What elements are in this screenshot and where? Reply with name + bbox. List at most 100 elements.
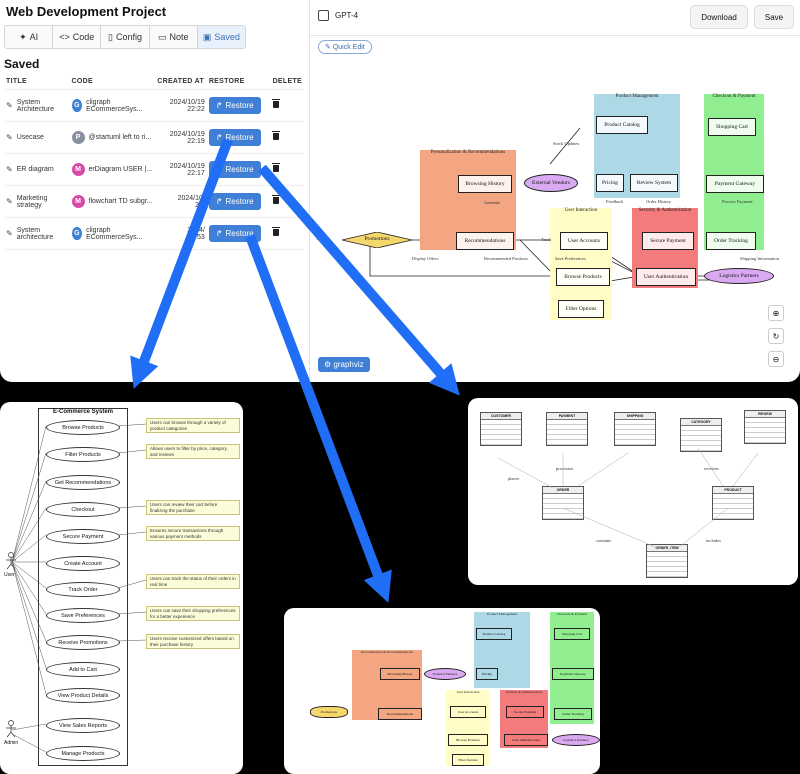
row-date: 2024/10/19 bbox=[169, 130, 205, 138]
er-rel-includes: includes bbox=[706, 538, 721, 543]
usecase-note: Allows users to filter by price, categor… bbox=[146, 444, 240, 459]
tab-saved[interactable]: ▣Saved bbox=[197, 26, 245, 48]
edge-recommended: Recommended Products bbox=[484, 256, 528, 261]
tab-config[interactable]: ▯Config bbox=[101, 26, 150, 48]
usecase-note: Users can review their cart before final… bbox=[146, 500, 240, 515]
actor-admin: Admin bbox=[4, 720, 18, 746]
zoom-in-button[interactable]: ⊕ bbox=[768, 305, 784, 321]
node-secure-payment: Secure Payment bbox=[642, 232, 694, 250]
row-title: Marketing strategy bbox=[16, 194, 48, 209]
restore-button[interactable]: ↱Restore bbox=[208, 193, 261, 210]
restore-button[interactable]: ↱Restore bbox=[208, 97, 261, 114]
restore-button[interactable]: ↱Restore bbox=[208, 225, 261, 242]
sg-cluster-ui: User Interaction bbox=[446, 690, 490, 766]
edit-icon[interactable]: ✎ bbox=[6, 101, 13, 110]
node-order-tracking: Order Tracking bbox=[706, 232, 756, 250]
edge-track: Track bbox=[541, 237, 552, 242]
node-payment-gateway: Payment Gateway bbox=[706, 175, 764, 193]
file-icon: ▯ bbox=[108, 31, 113, 42]
restore-icon: ↱ bbox=[215, 101, 223, 110]
node-logistics-partners: Logistics Partners bbox=[704, 268, 774, 284]
avatar: P bbox=[71, 131, 85, 144]
trash-icon[interactable] bbox=[271, 195, 280, 204]
save-button[interactable]: Save bbox=[754, 5, 794, 29]
usecase-note: Ensures secure transactions through vari… bbox=[146, 526, 240, 541]
zoom-in-icon: ⊕ bbox=[772, 308, 780, 318]
er-rel-contains: contains bbox=[596, 538, 611, 543]
download-button[interactable]: Download bbox=[690, 5, 748, 29]
usecase-item: Manage Products bbox=[46, 746, 120, 761]
node-external-vendors: External Vendors bbox=[524, 174, 578, 192]
saved-row: ✎Usecase P@startuml left to ri... 2024/10/… bbox=[4, 121, 304, 154]
usecase-item: Browse Products bbox=[46, 420, 120, 435]
er-entity: REVIEW bbox=[744, 410, 786, 444]
usecase-item: Filter Products bbox=[46, 447, 120, 462]
row-date: 2024/10/19 bbox=[169, 98, 205, 106]
node-browsing-history: Browsing History bbox=[458, 175, 512, 193]
sg-node-secure: Secure Payment bbox=[506, 706, 544, 718]
restore-button[interactable]: ↱Restore bbox=[208, 161, 261, 178]
tab-ai[interactable]: ✦AI bbox=[5, 26, 54, 48]
restore-icon: ↱ bbox=[215, 229, 223, 238]
row-title: Usecase bbox=[16, 134, 44, 141]
er-rel-receives: receives bbox=[704, 466, 719, 471]
rendered-graph-window: Product Management Checkout & Payment Pe… bbox=[284, 608, 600, 774]
trash-icon[interactable] bbox=[271, 163, 280, 172]
usecase-item: Add to Cart bbox=[46, 662, 120, 677]
restore-icon: ↱ bbox=[215, 197, 223, 206]
trash-icon[interactable] bbox=[271, 99, 280, 108]
row-code: erDiagram USER |... bbox=[88, 166, 153, 173]
edge-generate: Generate bbox=[484, 200, 501, 205]
gear-icon: ⚙ bbox=[324, 360, 332, 369]
sg-node-tracking: Order Tracking bbox=[554, 708, 592, 720]
note-icon: ▭ bbox=[157, 31, 167, 42]
admin-actor-icon bbox=[6, 720, 16, 738]
usecase-system-boundary: E-Commerce System bbox=[38, 408, 128, 766]
sg-node-cart: Shopping Cart bbox=[554, 628, 590, 640]
usecase-item: View Sales Reports bbox=[46, 718, 120, 733]
model-selector[interactable]: GPT-4 bbox=[318, 10, 358, 21]
sparkle-icon: ✦ bbox=[19, 31, 27, 42]
image-icon bbox=[318, 10, 329, 21]
sg-node-browse: Browse Products bbox=[448, 734, 488, 746]
usecase-note: Users can browse through a variety of pr… bbox=[146, 418, 240, 433]
tab-code[interactable]: <>Code bbox=[53, 26, 102, 48]
er-entity: ORDER bbox=[542, 486, 584, 520]
er-rel-processes: processes bbox=[556, 466, 574, 471]
edge-shipping: Shipping Information bbox=[740, 256, 779, 261]
node-user-authentication: User Authentication bbox=[636, 268, 696, 286]
edit-icon[interactable]: ✎ bbox=[6, 197, 13, 206]
restore-button[interactable]: ↱Restore bbox=[208, 129, 261, 146]
row-code: cligraph ECommerceSys... bbox=[86, 98, 143, 113]
er-links bbox=[497, 447, 759, 549]
row-title: ER diagram bbox=[16, 166, 54, 173]
sg-node-recs: Recommendations bbox=[378, 708, 422, 720]
row-date: 2024/10/ bbox=[177, 194, 205, 202]
node-product-catalog: Product Catalog bbox=[596, 116, 648, 134]
quick-edit-button[interactable]: ✎ Quick Edit bbox=[318, 40, 372, 54]
edit-icon[interactable]: ✎ bbox=[6, 229, 13, 238]
zoom-out-button[interactable]: ⊖ bbox=[768, 351, 784, 367]
trash-icon[interactable] bbox=[271, 131, 280, 140]
row-code: @startuml left to ri... bbox=[88, 134, 152, 141]
zoom-reset-button[interactable]: ↻ bbox=[768, 328, 784, 344]
tab-note[interactable]: ▭Note bbox=[150, 26, 198, 48]
row-time: 21: bbox=[195, 201, 205, 209]
er-entity: PRODUCT bbox=[712, 486, 754, 520]
row-time: 53 bbox=[197, 233, 205, 241]
edit-icon[interactable]: ✎ bbox=[6, 165, 13, 174]
restore-icon: ↱ bbox=[215, 165, 223, 174]
er-entity: ORDER_ITEM bbox=[646, 544, 688, 578]
edit-icon[interactable]: ✎ bbox=[6, 133, 13, 142]
col-delete: DELETE bbox=[270, 76, 304, 90]
save-icon: ▣ bbox=[202, 31, 212, 42]
trash-icon[interactable] bbox=[271, 227, 280, 236]
sg-node-browsing: Browsing History bbox=[380, 668, 420, 680]
engine-button[interactable]: ⚙ graphviz bbox=[318, 357, 370, 372]
node-promotions: Promotions bbox=[341, 231, 413, 249]
edge-feedback: Feedback bbox=[606, 199, 624, 204]
row-time: 22:22 bbox=[187, 105, 205, 113]
